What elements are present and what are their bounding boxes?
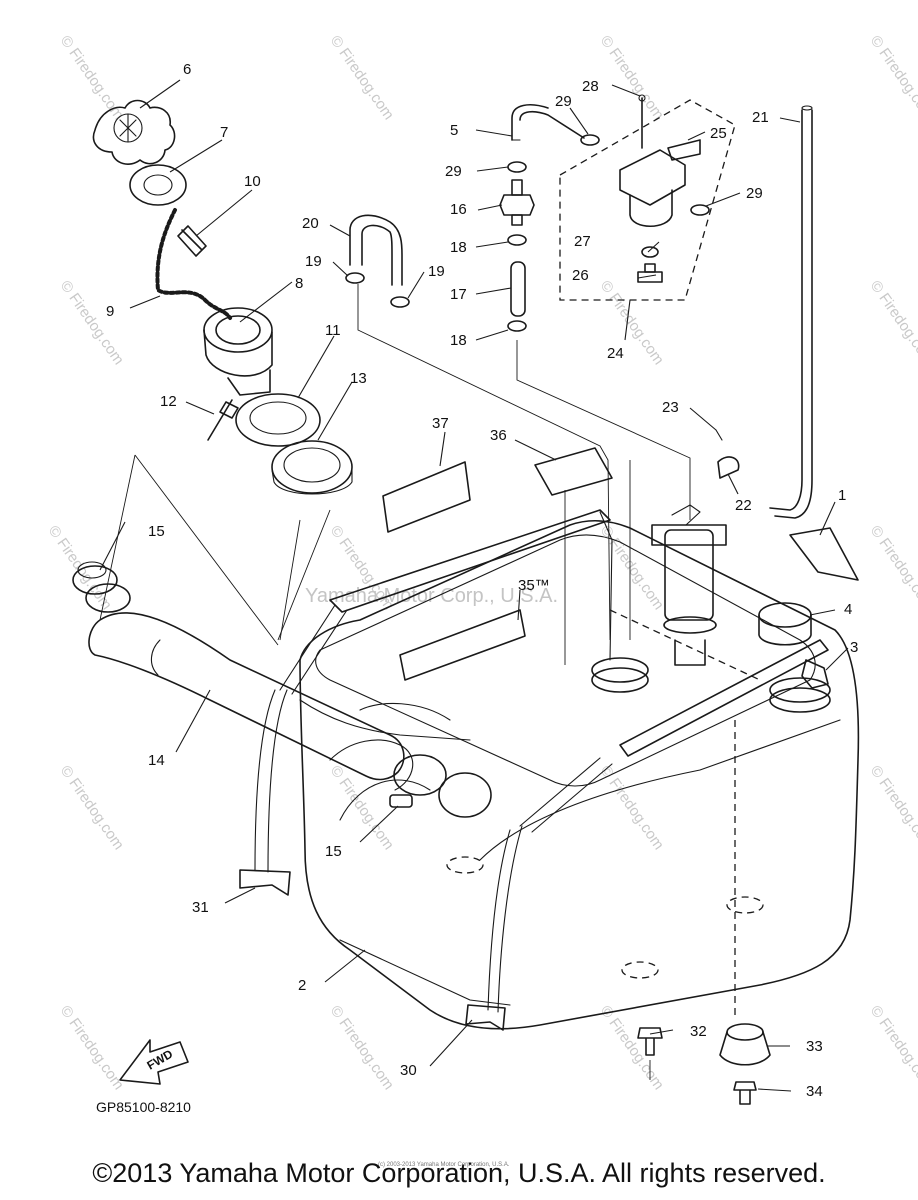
label-36 bbox=[534, 447, 613, 496]
callout-30: 30 bbox=[400, 1062, 417, 1079]
callout-26: 26 bbox=[572, 267, 589, 284]
watermark: © Firedog.com bbox=[57, 278, 127, 369]
watermark: © Firedog.com bbox=[867, 1003, 918, 1094]
long-hose-21 bbox=[769, 105, 813, 519]
callout-29-right: 29 bbox=[746, 185, 763, 202]
callout-29-top: 29 bbox=[555, 93, 572, 110]
callout-labels: 6 7 10 9 8 11 13 12 15 14 15 31 2 30 32 … bbox=[106, 61, 858, 1100]
callout-29-left: 29 bbox=[445, 163, 462, 180]
watermark: © Firedog.com bbox=[597, 1003, 667, 1094]
hose-clamps bbox=[389, 754, 492, 818]
fuel-filter-16 bbox=[499, 179, 535, 226]
callout-2: 2 bbox=[298, 977, 306, 994]
callout-17: 17 bbox=[450, 286, 467, 303]
watermark: © Firedog.com bbox=[597, 523, 667, 614]
callout-33: 33 bbox=[806, 1038, 823, 1055]
gasket-11 bbox=[235, 393, 321, 447]
callout-34: 34 bbox=[806, 1083, 823, 1100]
watermark: © Firedog.com bbox=[867, 763, 918, 854]
watermark: © Firedog.com bbox=[57, 1003, 127, 1094]
callout-10: 10 bbox=[244, 173, 261, 190]
callout-19-left: 19 bbox=[305, 253, 322, 270]
callout-19-right: 19 bbox=[428, 263, 445, 280]
watermark: © Firedog.com bbox=[57, 763, 127, 854]
callout-7: 7 bbox=[220, 124, 228, 141]
callout-20: 20 bbox=[302, 215, 319, 232]
breather-12 bbox=[207, 399, 239, 441]
filler-neck bbox=[203, 307, 273, 396]
vent-hose-20 bbox=[349, 214, 403, 286]
callout-1: 1 bbox=[838, 487, 846, 504]
callout-3: 3 bbox=[850, 639, 858, 656]
fuel-cap bbox=[92, 99, 176, 165]
callout-8: 8 bbox=[295, 275, 303, 292]
callout-32: 32 bbox=[690, 1023, 707, 1040]
center-watermark: Yamaha Motor Corp., U.S.A. bbox=[305, 585, 558, 607]
watermark: © Firedog.com bbox=[867, 523, 918, 614]
callout-5: 5 bbox=[450, 122, 458, 139]
footer-copyright: ©2013 Yamaha Motor Corporation, U.S.A. A… bbox=[92, 1158, 826, 1188]
callout-31: 31 bbox=[192, 899, 209, 916]
fitting-3 bbox=[801, 659, 829, 689]
label-35 bbox=[399, 609, 526, 681]
callout-12: 12 bbox=[160, 393, 177, 410]
callout-16: 16 bbox=[450, 201, 467, 218]
fwd-label: FWD bbox=[145, 1047, 176, 1073]
cap-chain bbox=[155, 208, 232, 320]
watermark: © Firedog.com bbox=[867, 33, 918, 124]
callout-21: 21 bbox=[752, 109, 769, 126]
bolt-10 bbox=[177, 225, 207, 257]
label-1 bbox=[789, 527, 859, 581]
callout-6: 6 bbox=[183, 61, 191, 78]
diagram-code: GP85100-8210 bbox=[96, 1099, 191, 1115]
callout-14: 14 bbox=[148, 752, 165, 769]
sending-unit-24 bbox=[559, 94, 736, 301]
watermark: © Firedog.com bbox=[597, 33, 667, 124]
rubber-cap-4 bbox=[758, 602, 812, 646]
nut-13 bbox=[271, 440, 353, 495]
callout-23: 23 bbox=[662, 399, 679, 416]
callout-18-bottom: 18 bbox=[450, 332, 467, 349]
watermark: © Firedog.com bbox=[57, 33, 127, 124]
callout-4: 4 bbox=[844, 601, 852, 618]
callout-36: 36 bbox=[490, 427, 507, 444]
gasket-7 bbox=[129, 164, 187, 206]
callout-11: 11 bbox=[325, 322, 341, 339]
clip-22 bbox=[715, 429, 740, 479]
pump-assembly bbox=[651, 504, 727, 666]
damper-33 bbox=[719, 1023, 771, 1066]
watermark: © Firedog.com bbox=[327, 1003, 397, 1094]
callout-15-bottom: 15 bbox=[325, 843, 342, 860]
label-37 bbox=[382, 461, 471, 533]
callout-9: 9 bbox=[106, 303, 114, 320]
fuel-tank bbox=[239, 509, 860, 1031]
callout-18-top: 18 bbox=[450, 239, 467, 256]
callout-37: 37 bbox=[432, 415, 449, 432]
small-copyright: (c) 2003-2013 Yamaha Motor Corporation, … bbox=[378, 1162, 510, 1168]
callout-13: 13 bbox=[350, 370, 367, 387]
watermark: © Firedog.com bbox=[867, 278, 918, 369]
bolt-32 bbox=[637, 1027, 663, 1056]
callout-27: 27 bbox=[574, 233, 591, 250]
callout-25: 25 bbox=[710, 125, 727, 142]
callout-24: 24 bbox=[607, 345, 624, 362]
callout-35: 35™ bbox=[518, 577, 550, 594]
callout-15-top: 15 bbox=[148, 523, 165, 540]
watermark-layer: © Firedog.com © Firedog.com © Firedog.co… bbox=[45, 33, 918, 1094]
small-clamps bbox=[345, 134, 710, 332]
bolt-34 bbox=[733, 1081, 757, 1105]
callout-28: 28 bbox=[582, 78, 599, 95]
fuel-hose-5 bbox=[511, 104, 585, 141]
fwd-arrow: FWD bbox=[119, 1039, 189, 1085]
watermark: © Firedog.com bbox=[327, 33, 397, 124]
hose-17 bbox=[510, 261, 526, 317]
leader-lines bbox=[99, 79, 849, 1092]
callout-22: 22 bbox=[735, 497, 752, 514]
